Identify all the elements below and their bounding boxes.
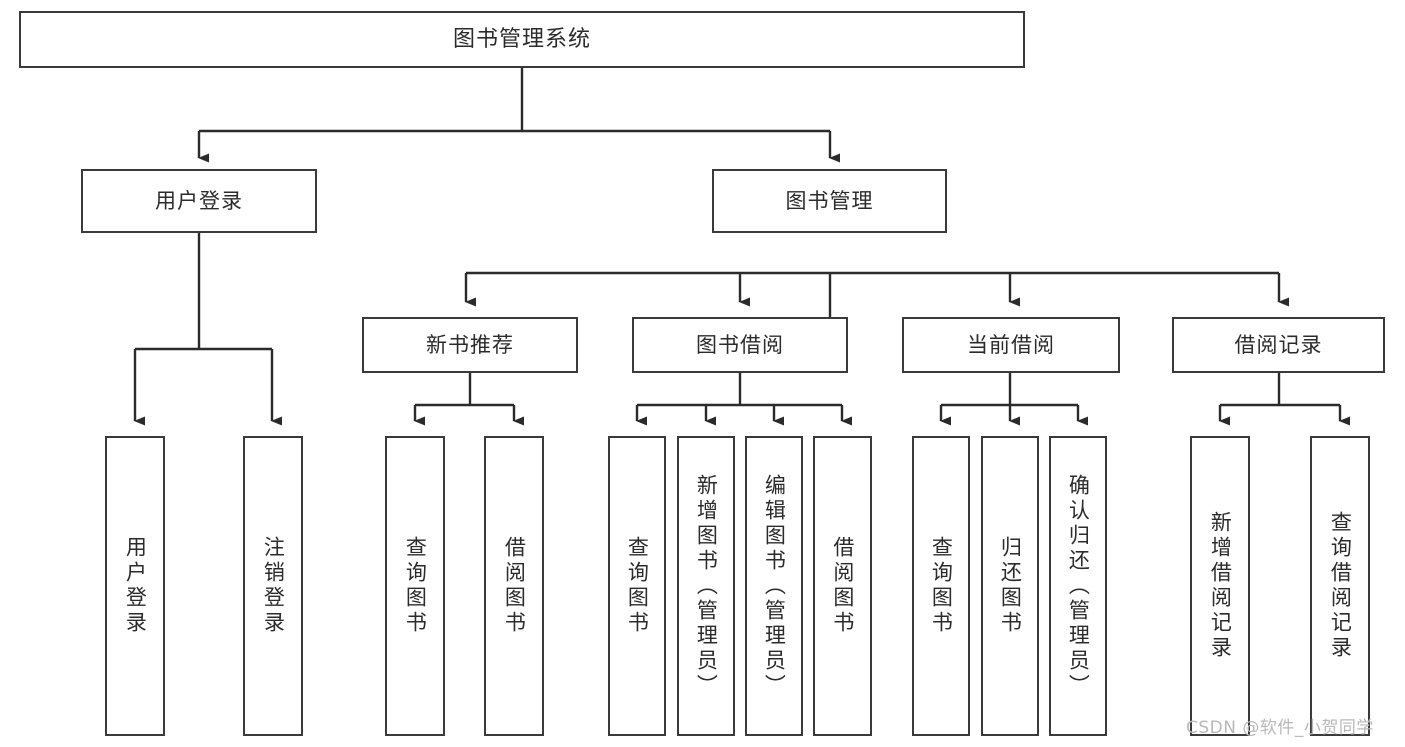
leaf-borrow-book[interactable]: 借阅图书	[813, 436, 872, 736]
node-book-management[interactable]: 图书管理	[712, 169, 947, 233]
node-label: 借阅记录	[1234, 332, 1323, 357]
node-label: 新增借阅记录	[1208, 511, 1233, 661]
node-label: 查询图书	[403, 536, 428, 636]
node-label: 当前借阅	[967, 332, 1055, 357]
node-current-borrow[interactable]: 当前借阅	[902, 317, 1120, 373]
node-user-login[interactable]: 用户登录	[81, 169, 317, 233]
node-label: 注销登录	[261, 536, 286, 636]
leaf-edit-book-admin[interactable]: 编辑图书（管理员）	[745, 436, 803, 736]
leaf-logout[interactable]: 注销登录	[243, 436, 303, 736]
node-label: 图书管理	[785, 188, 874, 213]
leaf-return-book[interactable]: 归还图书	[981, 436, 1039, 736]
leaf-add-book-admin[interactable]: 新增图书（管理员）	[677, 436, 735, 736]
node-label: 借阅图书	[830, 536, 855, 636]
leaf-user-login[interactable]: 用户登录	[105, 436, 165, 736]
node-label: 用户登录	[155, 188, 243, 213]
leaf-query-book-current[interactable]: 查询图书	[912, 436, 970, 736]
node-label: 归还图书	[998, 536, 1023, 636]
node-label: 查询图书	[625, 536, 650, 636]
node-label: 用户登录	[123, 536, 148, 636]
node-label: 查询借阅记录	[1328, 511, 1353, 661]
leaf-confirm-return-admin[interactable]: 确认归还（管理员）	[1049, 436, 1107, 736]
node-label: 查询图书	[929, 536, 954, 636]
node-label: 图书借阅	[696, 332, 784, 357]
node-label: 借阅图书	[502, 536, 527, 636]
watermark: CSDN @软件_小贺同学	[1186, 718, 1374, 738]
node-label: 新书推荐	[426, 332, 514, 357]
leaf-borrow-book-recommend[interactable]: 借阅图书	[484, 436, 544, 736]
node-book-borrow[interactable]: 图书借阅	[632, 317, 848, 373]
leaf-query-borrow-record[interactable]: 查询借阅记录	[1310, 436, 1370, 736]
node-new-book-recommend[interactable]: 新书推荐	[362, 317, 578, 373]
leaf-query-book-borrow[interactable]: 查询图书	[608, 436, 666, 736]
leaf-add-borrow-record[interactable]: 新增借阅记录	[1190, 436, 1250, 736]
node-root-system[interactable]: 图书管理系统	[19, 11, 1025, 68]
node-label: 确认归还（管理员）	[1066, 473, 1091, 699]
node-label: 编辑图书（管理员）	[762, 473, 787, 699]
node-label: 图书管理系统	[452, 26, 591, 52]
leaf-query-book-recommend[interactable]: 查询图书	[385, 436, 445, 736]
node-label: 新增图书（管理员）	[694, 473, 719, 699]
node-borrow-record[interactable]: 借阅记录	[1172, 317, 1385, 373]
